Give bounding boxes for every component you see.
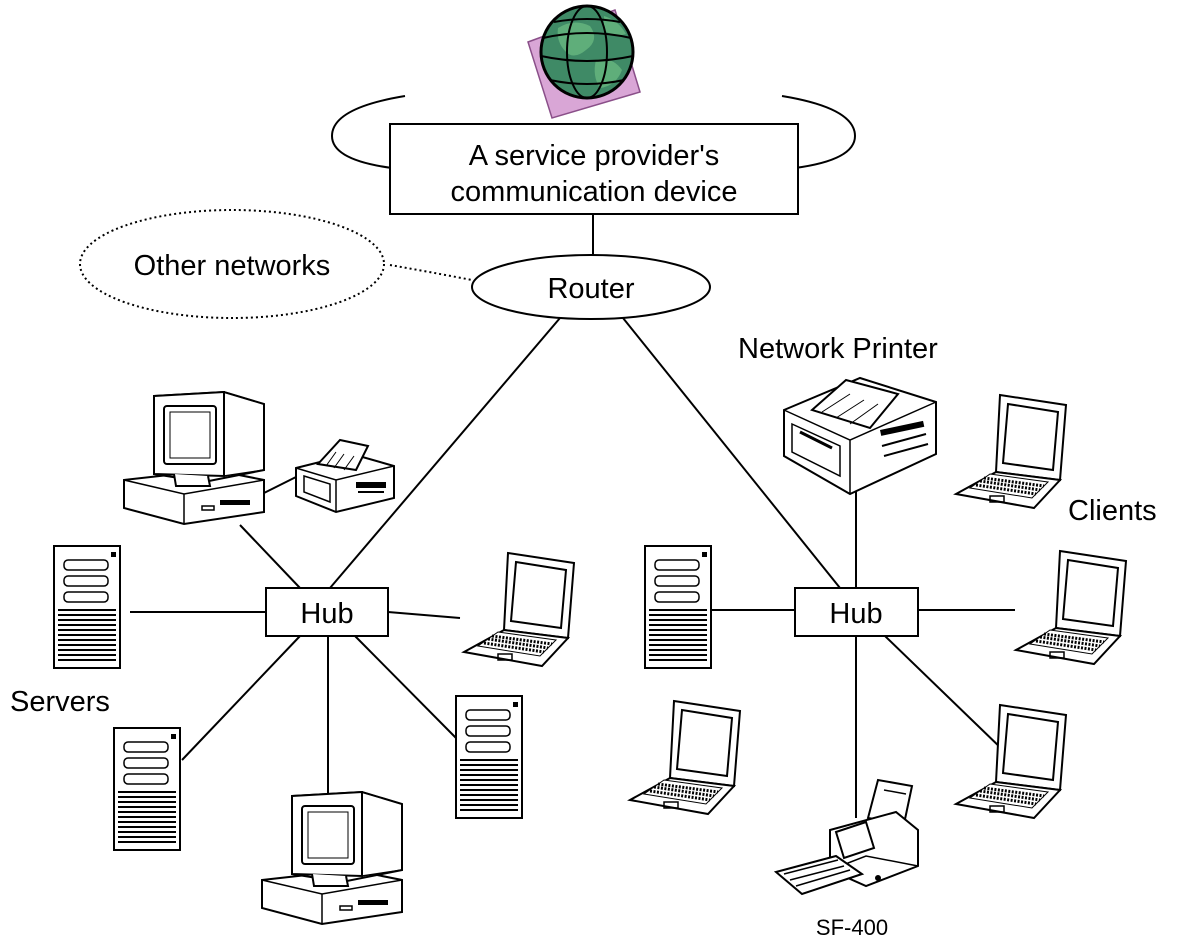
desktop-computer-icon <box>123 391 265 525</box>
servers-label: Servers <box>10 686 110 718</box>
laptop-icon <box>954 393 1068 510</box>
server-tower-icon <box>455 695 523 819</box>
link-router-hub-left <box>329 317 561 589</box>
globe-icon <box>527 4 641 119</box>
laptop-icon <box>628 699 742 816</box>
link-router-hub-right <box>622 317 841 589</box>
network-printer-icon <box>783 376 937 496</box>
network-links <box>130 214 1015 818</box>
server-tower-icon <box>53 545 121 669</box>
laptop-icon <box>462 551 576 668</box>
link-other-networks <box>389 264 473 281</box>
router-node: Router <box>471 254 711 320</box>
hub-right-label: Hub <box>829 598 882 630</box>
desktop-computer-icon <box>261 791 403 925</box>
service-provider-label-line2: communication device <box>451 176 738 208</box>
router-label: Router <box>547 273 634 305</box>
service-provider-label-line1: A service provider's <box>469 140 720 172</box>
service-provider-device-box <box>389 123 799 215</box>
laptop-icon <box>1014 549 1128 666</box>
service-provider-cloud: A service provider's communication devic… <box>330 95 857 215</box>
server-tower-icon <box>644 545 712 669</box>
scanner-icon <box>773 778 919 896</box>
hub-left-label: Hub <box>300 598 353 630</box>
printer-icon <box>295 439 395 513</box>
hub-left: Hub <box>265 587 389 637</box>
other-networks-label: Other networks <box>134 250 331 282</box>
other-networks-node: Other networks <box>79 209 385 319</box>
scanner-model-label: SF-400 <box>816 915 888 940</box>
hub-right: Hub <box>794 587 919 637</box>
server-tower-icon <box>113 727 181 851</box>
clients-label: Clients <box>1068 495 1157 527</box>
network-printer-label: Network Printer <box>738 333 938 365</box>
